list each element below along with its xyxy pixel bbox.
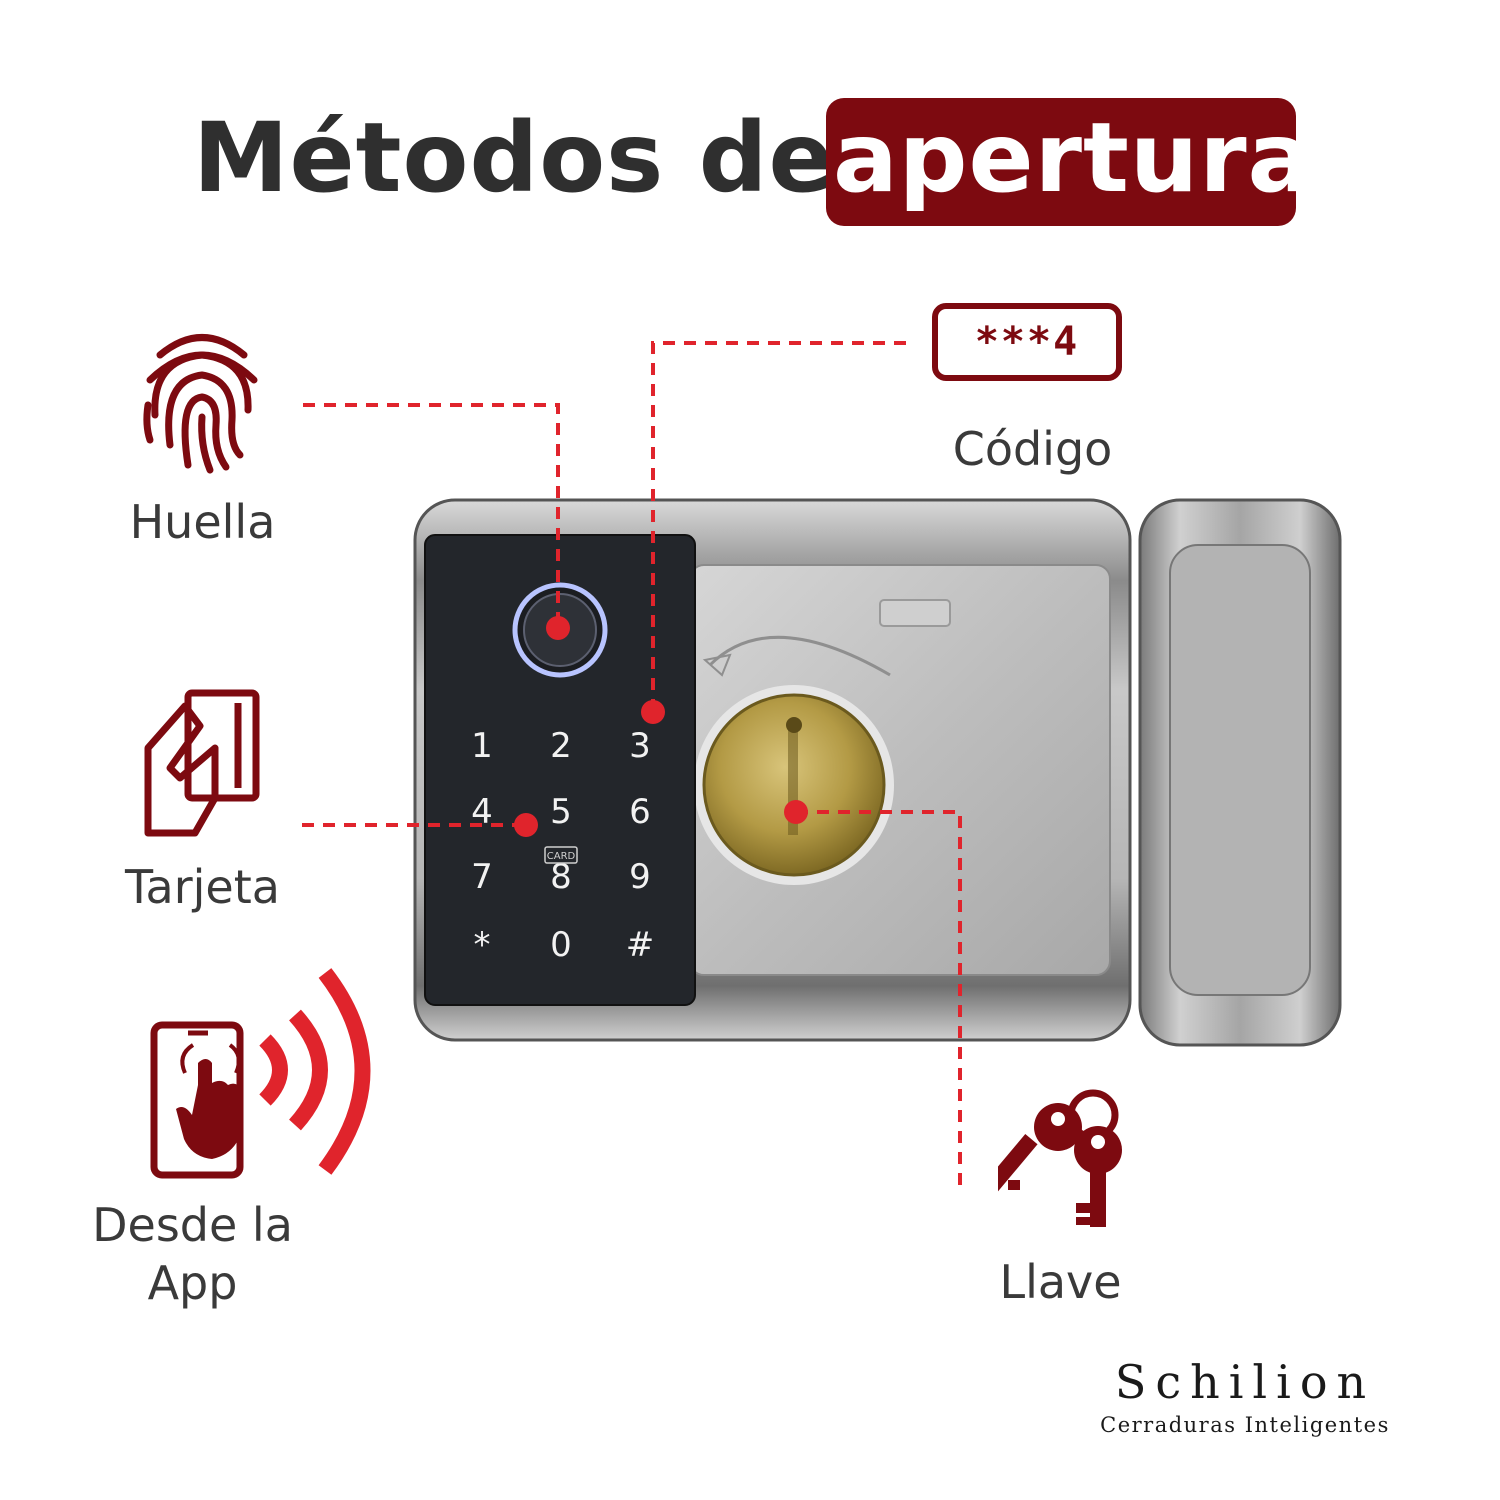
keypad-key: 6 [629, 792, 651, 832]
brand-tagline: Cerraduras Inteligentes [1100, 1413, 1390, 1437]
keypad-key: 8 [550, 857, 572, 897]
phone-wireless-icon [150, 968, 371, 1179]
keypad-key: 4 [471, 792, 493, 832]
dot-fingerprint [546, 616, 570, 640]
label-huella: Huella [129, 495, 276, 549]
keypad-key: 9 [629, 857, 651, 897]
code-badge-icon: ***4 [932, 303, 1122, 381]
title-plain-text: Métodos de [193, 102, 835, 214]
code-badge-text: ***4 [974, 319, 1080, 365]
keypad-card-label: CARD [547, 851, 576, 862]
keypad-key: # [626, 925, 655, 965]
keypad-key: 1 [471, 726, 493, 766]
fingerprint-icon [143, 334, 258, 474]
keypad-key: 3 [629, 726, 651, 766]
label-app-line1: Desde la [92, 1198, 293, 1252]
label-app-line2: App [147, 1256, 238, 1310]
dot-card [514, 813, 538, 837]
connector-fingerprint [303, 403, 560, 628]
title-highlight-text: apertura [833, 102, 1314, 214]
keypad-key: * [474, 925, 491, 965]
brand-logo: Schilion Cerraduras Inteligentes [1080, 1355, 1410, 1437]
label-app: Desde la App [70, 1196, 315, 1312]
label-codigo: Código [952, 422, 1113, 476]
title-highlight-pill [826, 98, 1296, 226]
keypad-key: 5 [550, 792, 572, 832]
keypad-key: 2 [550, 726, 572, 766]
keypad-key: 0 [550, 925, 572, 965]
label-tarjeta: Tarjeta [125, 860, 280, 914]
dot-key [784, 800, 808, 824]
keypad-key: 7 [471, 857, 493, 897]
dot-code [641, 700, 665, 724]
smart-lock-image: 1 2 3 4 5 6 7 8 9 * 0 # CARD [413, 498, 1342, 1047]
label-llave: Llave [999, 1255, 1122, 1309]
connector-code [651, 341, 906, 712]
card-in-hand-icon [144, 689, 260, 837]
keys-icon [998, 1089, 1122, 1227]
brand-name: Schilion [1114, 1355, 1376, 1409]
connector-key [796, 810, 962, 1185]
page-title: Métodos de apertura [0, 98, 1500, 228]
